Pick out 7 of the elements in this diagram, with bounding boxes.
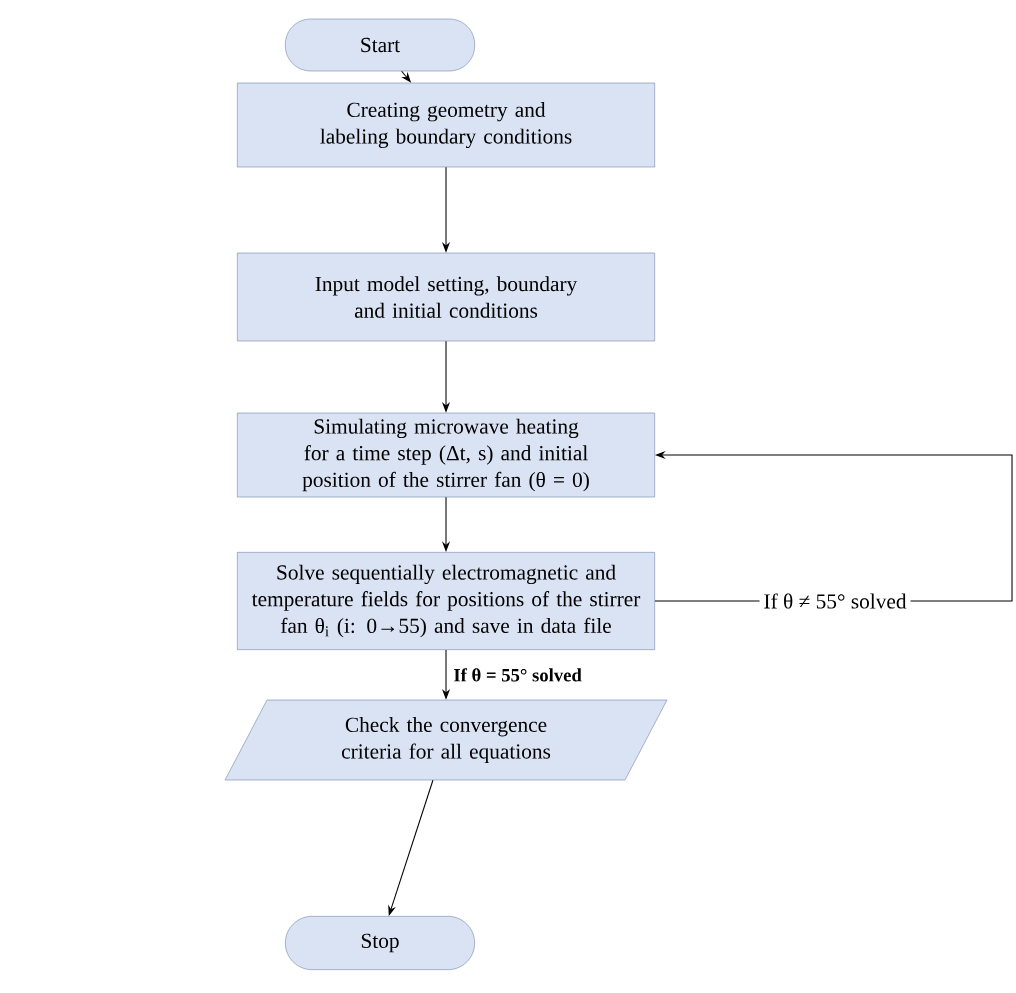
edge-label: If θ ≠ 55° solved: [759, 589, 911, 613]
process-box: Solve sequentially electromagnetic and temperature fields for positions of the stirrer fan θ$_{i}$ (i: 0→55) and save in data file: [237, 552, 655, 650]
process-box: Creating geometry and labeling boundary conditions: [237, 82, 655, 168]
edge-label: If θ = 55° solved: [454, 668, 582, 682]
input-output-parallelogram: Check the convergence criteria for all equations: [224, 699, 668, 781]
process-box: Simulating microwave heating for a time step (Δt, s) and initial position of the stirrer fan (θ = 0): [237, 412, 655, 498]
process-box: Input model setting, boundary and initial conditions: [237, 252, 655, 342]
